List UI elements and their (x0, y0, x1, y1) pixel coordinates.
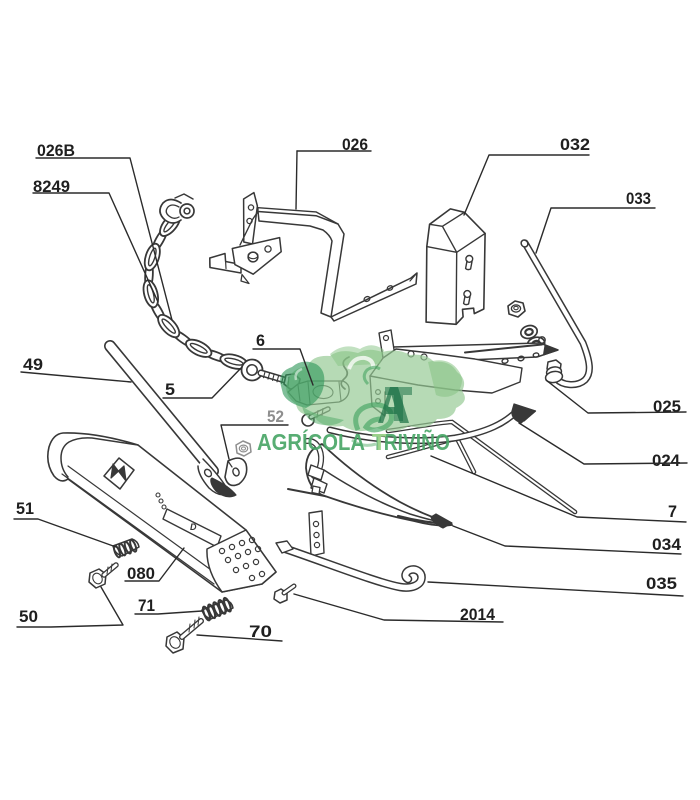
svg-text:035: 035 (646, 574, 677, 593)
svg-text:2014: 2014 (460, 605, 495, 624)
svg-text:TRIVIÑO: TRIVIÑO (372, 428, 450, 455)
svg-text:70: 70 (249, 622, 272, 641)
svg-text:034: 034 (652, 535, 682, 554)
svg-text:8249: 8249 (33, 177, 70, 196)
svg-text:5: 5 (165, 380, 175, 399)
svg-text:080: 080 (127, 564, 155, 583)
svg-text:033: 033 (626, 189, 651, 208)
svg-text:7: 7 (668, 502, 677, 521)
svg-text:026: 026 (342, 135, 368, 154)
svg-text:50: 50 (19, 607, 38, 626)
svg-text:71: 71 (138, 596, 155, 615)
svg-text:024: 024 (652, 451, 681, 470)
svg-text:026B: 026B (37, 141, 75, 160)
svg-text:52: 52 (267, 407, 284, 426)
svg-text:025: 025 (653, 397, 681, 416)
svg-text:032: 032 (560, 135, 590, 154)
svg-text:T: T (372, 429, 387, 455)
svg-text:6: 6 (256, 331, 265, 350)
svg-text:AGRÍCOLA: AGRÍCOLA (257, 428, 365, 455)
svg-text:D: D (190, 522, 197, 532)
svg-text:49: 49 (23, 355, 43, 374)
svg-text:51: 51 (16, 499, 34, 518)
